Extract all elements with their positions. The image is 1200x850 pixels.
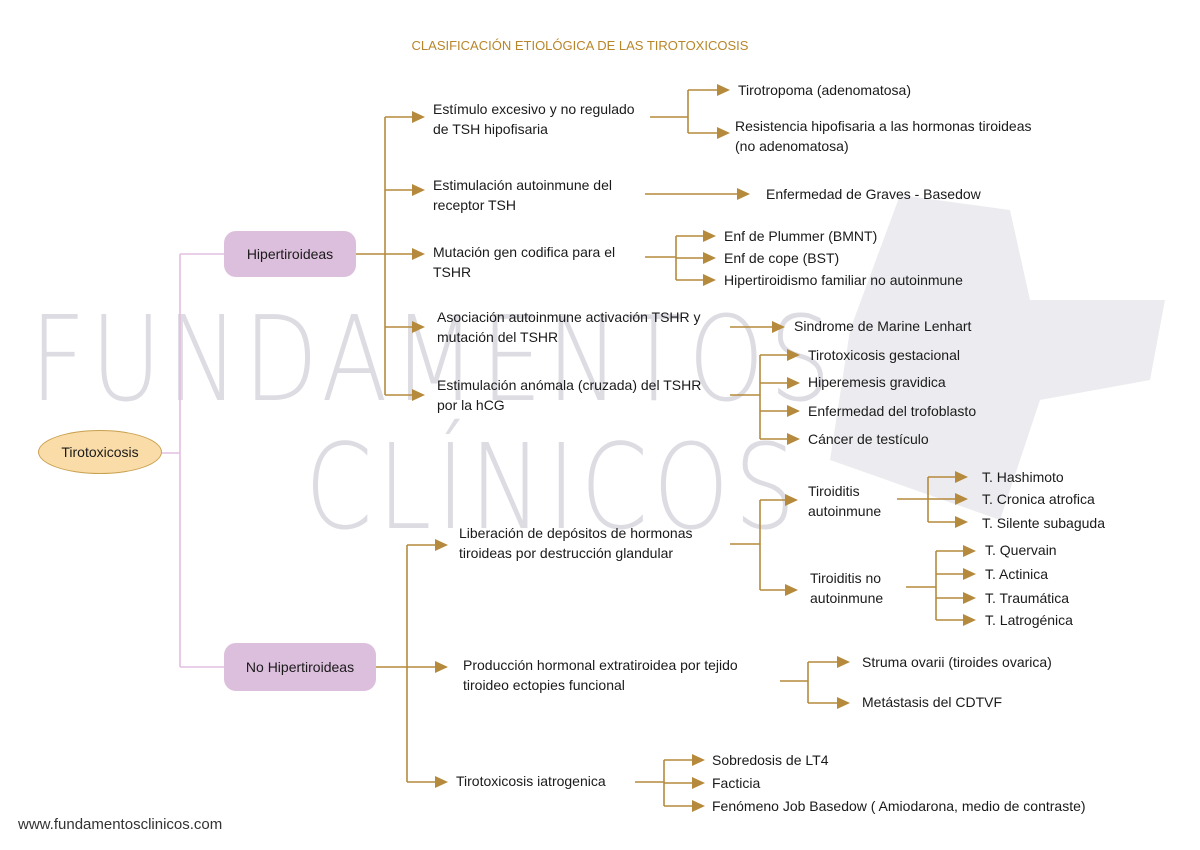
arrowhead-icon: [787, 405, 800, 417]
root-node: Tirotoxicosis: [38, 430, 162, 474]
arrowhead-icon: [412, 321, 425, 333]
arrowhead-icon: [703, 252, 716, 264]
arrowhead-icon: [963, 568, 976, 580]
arrowhead-icon: [787, 349, 800, 361]
leaf-text: Enf de cope (BST): [724, 250, 840, 266]
cause-text: Tirotoxicosis iatrogenica: [456, 773, 606, 789]
nonhyper-node: No Hipertiroideas: [224, 643, 376, 691]
arrowhead-icon: [785, 494, 798, 506]
arrowhead-icon: [955, 493, 968, 505]
arrowhead-icon: [955, 471, 968, 483]
arrowhead-icon: [837, 656, 850, 668]
arrowhead-icon: [412, 184, 425, 196]
arrowhead-icon: [692, 754, 705, 766]
leaf-text: Enfermedad de Graves - Basedow: [766, 186, 981, 202]
leaf-text: Tirotoxicosis gestacional: [808, 347, 960, 363]
arrowhead-icon: [435, 539, 448, 551]
leaf-text: T. Latrogénica: [985, 612, 1073, 628]
arrowhead-icon: [717, 84, 730, 96]
leaf-text: Tirotropoma (adenomatosa): [738, 82, 912, 98]
arrowhead-icon: [837, 697, 850, 709]
arrowhead-icon: [772, 321, 785, 333]
leaf-text: T. Cronica atrofica: [982, 491, 1095, 507]
arrowhead-icon: [412, 248, 425, 260]
leaf-text: T. Hashimoto: [982, 469, 1064, 485]
arrowhead-icon: [787, 377, 800, 389]
arrowhead-icon: [412, 389, 425, 401]
arrowhead-icon: [435, 661, 448, 673]
leaf-text: Metástasis del CDTVF: [862, 694, 1003, 710]
arrowhead-icon: [955, 516, 968, 528]
arrowhead-icon: [435, 776, 448, 788]
leaf-text: T. Traumática: [985, 590, 1070, 606]
arrowhead-icon: [717, 127, 730, 139]
leaf-text: T. Silente subaguda: [982, 515, 1105, 531]
cause-text: Producción hormonal extratiroidea por te…: [463, 657, 738, 693]
watermark-line1: FUNDAMENTOS: [30, 290, 836, 428]
leaf-text: Hipertiroidismo familiar no autoinmune: [724, 272, 963, 288]
hyper-node: Hipertiroideas: [224, 231, 356, 277]
arrowhead-icon: [692, 800, 705, 812]
arrowhead-icon: [692, 777, 705, 789]
arrowhead-icon: [963, 592, 976, 604]
leaf-text: T. Quervain: [985, 542, 1057, 558]
footer-url: www.fundamentosclinicos.com: [18, 816, 223, 833]
diagram-title: CLASIFICACIÓN ETIOLÓGICA DE LAS TIROTOXI…: [411, 38, 749, 53]
arrowhead-icon: [963, 545, 976, 557]
leaf-text: T. Actinica: [985, 566, 1049, 582]
leaf-text: Hiperemesis gravidica: [808, 374, 946, 390]
arrowhead-icon: [703, 274, 716, 286]
leaf-text: Facticia: [712, 775, 761, 791]
leaf-text: Cáncer de testículo: [808, 431, 929, 447]
leaf-text: Fenómeno Job Basedow ( Amiodarona, medio…: [712, 798, 1086, 814]
arrowhead-icon: [785, 584, 798, 596]
leaf-text: Sobredosis de LT4: [712, 752, 829, 768]
arrowhead-icon: [737, 188, 750, 200]
leaf-text: Struma ovarii (tiroides ovarica): [862, 654, 1052, 670]
arrowhead-icon: [703, 230, 716, 242]
arrowhead-icon: [963, 614, 976, 626]
leaf-text: Enf de Plummer (BMNT): [724, 228, 878, 244]
arrowhead-icon: [787, 433, 800, 445]
leaf-text: Sindrome de Marine Lenhart: [794, 318, 972, 334]
arrowhead-icon: [412, 111, 425, 123]
watermark-line2: CLÍNICOS: [305, 418, 801, 556]
leaf-text: Resistencia hipofisaria a las hormonas t…: [735, 118, 1032, 154]
leaf-text: Enfermedad del trofoblasto: [808, 403, 977, 419]
